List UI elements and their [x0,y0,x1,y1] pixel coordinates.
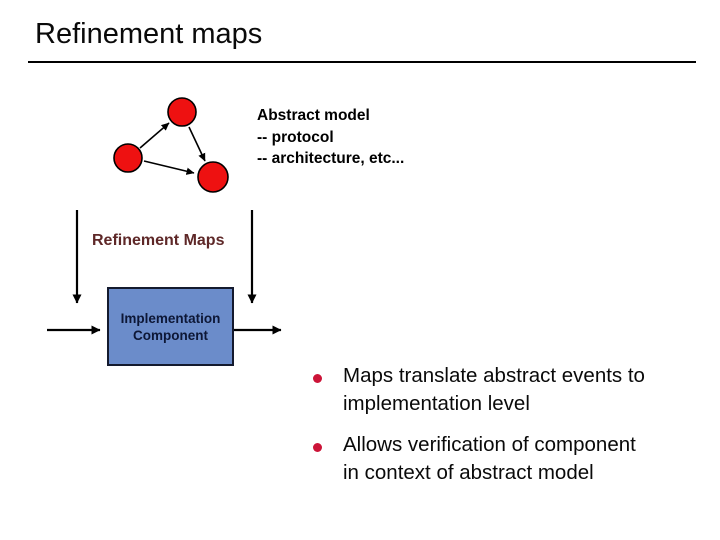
abstract-model-label-line2: -- protocol [257,128,334,146]
abstract-model-label-line1: Abstract model [257,107,370,124]
graph-edge-left-to-bottom-arrow [143,160,195,175]
bullet-item-allows-verification: Allows verification of component in cont… [343,431,636,487]
page-title: Refinement maps [35,18,263,50]
abstract-model-label-line3: -- architecture, etc... [257,150,405,167]
title-divider [28,61,696,63]
implementation-component-box: Implementation Component [107,287,234,366]
bullet-1-line2: implementation level [343,392,530,415]
abstract-node-left [113,143,143,173]
abstract-node-top [167,97,197,127]
abstract-node-bottom [197,161,229,193]
graph-edge-top-to-bottom-arrow [188,126,206,162]
implementation-component-label-line2: Component [133,327,208,343]
bullet-2-line1: Allows verification of component [343,433,636,456]
graph-edge-left-to-top-arrow [139,122,170,149]
bullet-icon [313,374,322,383]
bullet-2-line2: in context of abstract model [343,461,594,484]
bullet-icon [313,443,322,452]
abstract-model-label: Abstract model -- protocol -- architectu… [257,105,404,170]
bullet-1-line1: Maps translate abstract events to [343,364,645,387]
refinement-maps-label: Refinement Maps [92,232,225,249]
bullet-item-maps-translate: Maps translate abstract events to implem… [343,362,645,418]
implementation-component-label-line1: Implementation [120,310,221,326]
